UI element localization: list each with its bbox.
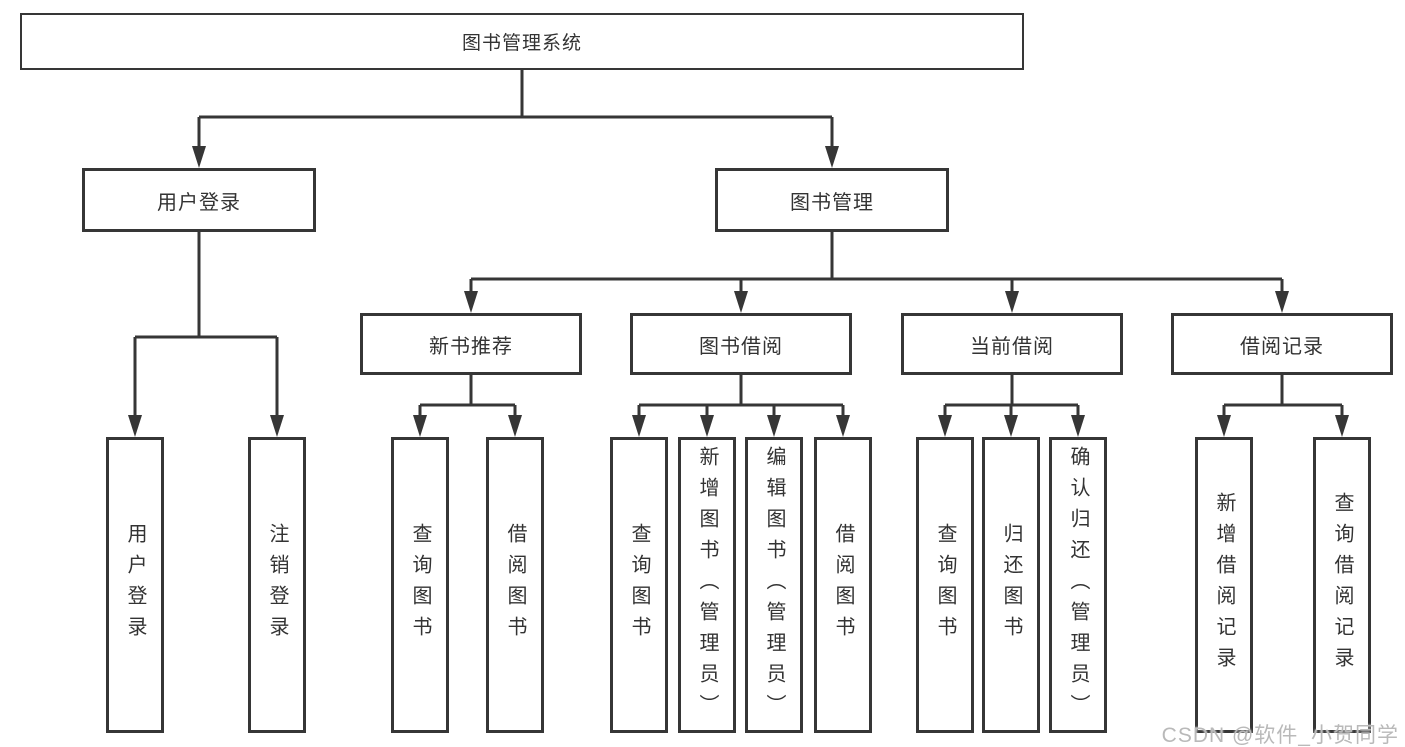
arrowhead	[1335, 415, 1349, 437]
node-leaf-query-books-1: 查询图书	[391, 437, 449, 733]
node-leaf-edit-books-admin: 编辑图书（管理员）	[745, 437, 803, 733]
arrowhead	[270, 415, 284, 437]
csdn-watermark: CSDN @软件_小贺同学	[1161, 724, 1399, 747]
edge-root-to-level2	[192, 70, 839, 168]
node-leaf-logout: 注销登录	[248, 437, 306, 733]
leaf-label: 新增借阅记录	[1213, 492, 1235, 678]
node-leaf-add-borrow-record: 新增借阅记录	[1195, 437, 1253, 733]
node-new-book-recommend: 新书推荐	[360, 313, 582, 375]
edge-borrow-records-children	[1217, 375, 1349, 437]
leaf-label: 确认归还（管理员）	[1067, 445, 1089, 725]
arrowhead	[464, 291, 478, 313]
node-current-borrow: 当前借阅	[901, 313, 1123, 375]
node-leaf-borrow-books-1: 借阅图书	[486, 437, 544, 733]
arrowhead	[413, 415, 427, 437]
node-leaf-user-login: 用户登录	[106, 437, 164, 733]
arrowhead	[1217, 415, 1231, 437]
arrowhead	[825, 146, 839, 168]
edge-book-borrow-children	[632, 375, 850, 437]
edge-book-mgmt-children	[464, 232, 1289, 313]
edge-user-login-children	[128, 232, 284, 437]
arrowhead	[128, 415, 142, 437]
arrowhead	[767, 415, 781, 437]
leaf-label: 查询图书	[409, 523, 431, 647]
arrowhead	[1275, 291, 1289, 313]
node-book-management: 图书管理	[715, 168, 949, 232]
node-leaf-confirm-return-admin: 确认归还（管理员）	[1049, 437, 1107, 733]
node-leaf-add-books-admin: 新增图书（管理员）	[678, 437, 736, 733]
arrowhead	[836, 415, 850, 437]
node-user-login: 用户登录	[82, 168, 316, 232]
leaf-label: 注销登录	[266, 523, 288, 647]
node-book-borrow: 图书借阅	[630, 313, 852, 375]
node-leaf-query-books-3: 查询图书	[916, 437, 974, 733]
edge-new-books-children	[413, 375, 522, 437]
node-leaf-borrow-books-2: 借阅图书	[814, 437, 872, 733]
leaf-label: 查询借阅记录	[1331, 492, 1353, 678]
arrowhead	[734, 291, 748, 313]
arrowhead	[1004, 415, 1018, 437]
leaf-label: 查询图书	[628, 523, 650, 647]
leaf-label: 归还图书	[1000, 523, 1022, 647]
arrowhead	[632, 415, 646, 437]
arrowhead	[700, 415, 714, 437]
node-leaf-return-books: 归还图书	[982, 437, 1040, 733]
arrowhead	[192, 146, 206, 168]
node-root: 图书管理系统	[20, 13, 1024, 70]
node-leaf-query-borrow-record: 查询借阅记录	[1313, 437, 1371, 733]
node-borrow-records: 借阅记录	[1171, 313, 1393, 375]
leaf-label: 编辑图书（管理员）	[763, 445, 785, 725]
leaf-label: 查询图书	[934, 523, 956, 647]
leaf-label: 借阅图书	[504, 523, 526, 647]
leaf-label: 新增图书（管理员）	[696, 445, 718, 725]
arrowhead	[1071, 415, 1085, 437]
edge-current-borrow-children	[938, 375, 1085, 437]
leaf-label: 借阅图书	[832, 523, 854, 647]
arrowhead	[508, 415, 522, 437]
node-leaf-query-books-2: 查询图书	[610, 437, 668, 733]
arrowhead	[938, 415, 952, 437]
leaf-label: 用户登录	[124, 523, 146, 647]
arrowhead	[1005, 291, 1019, 313]
